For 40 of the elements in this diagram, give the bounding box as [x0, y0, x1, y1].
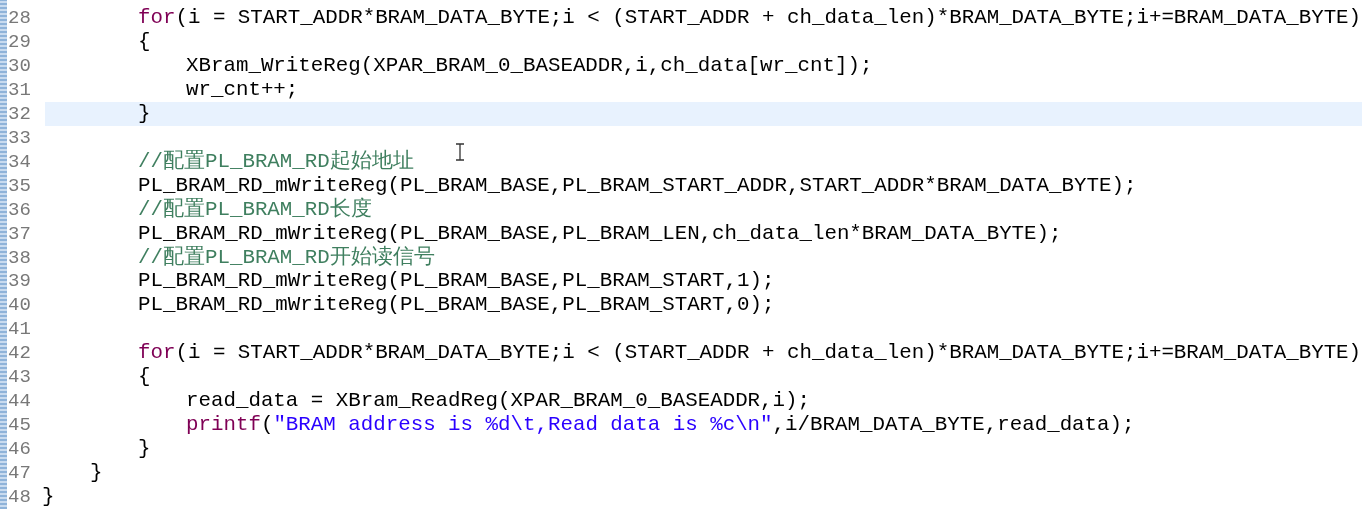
code-line: //配置PL_BRAM_RD长度 [138, 197, 372, 222]
line-number: 44 [8, 389, 31, 414]
line-number: 46 [8, 437, 31, 462]
code-line: } [90, 461, 103, 486]
code-line: } [138, 101, 151, 126]
code-line: } [42, 485, 55, 509]
code-line: for(i = START_ADDR*BRAM_DATA_BYTE;i < (START_ADDR + ch_data_len)*BRAM_DATA_BYTE;i+=BRAM_DATA_BYTE) [138, 6, 1362, 30]
code-line: PL_BRAM_RD_mWriteReg(PL_BRAM_BASE,PL_BRAM_START_ADDR,START_ADDR*BRAM_DATA_BYTE); [138, 173, 1137, 197]
code-line: XBram_WriteReg(XPAR_BRAM_0_BASEADDR,i,ch_data[wr_cnt]); [186, 53, 873, 78]
line-number: 43 [8, 365, 31, 390]
line-number: 33 [8, 125, 31, 150]
line-number: 37 [8, 221, 31, 246]
line-number: 47 [8, 461, 31, 486]
code-line: } [138, 437, 151, 462]
line-number: 42 [8, 341, 31, 366]
code-line: for(i = START_ADDR*BRAM_DATA_BYTE;i < (START_ADDR + ch_data_len)*BRAM_DATA_BYTE;i+=BRAM_DATA_BYTE) [138, 341, 1362, 366]
line-number: 35 [8, 173, 31, 198]
line-number: 31 [8, 77, 31, 102]
line-number: 48 [8, 485, 31, 509]
line-number: 41 [8, 317, 31, 342]
code-line: { [138, 29, 151, 54]
code-line: { [138, 365, 151, 390]
code-line: PL_BRAM_RD_mWriteReg(PL_BRAM_BASE,PL_BRAM_START,0); [138, 293, 775, 318]
code-line: printf("BRAM address is %d\t,Read data is %c\n",i/BRAM_DATA_BYTE,read_data); [186, 413, 1135, 438]
line-number: 32 [8, 101, 31, 126]
line-number: 28 [8, 6, 31, 30]
line-number: 36 [8, 197, 31, 222]
line-number: 29 [8, 29, 31, 54]
line-number: 45 [8, 413, 31, 438]
code-line: wr_cnt++; [186, 77, 299, 102]
line-number: 38 [8, 245, 31, 270]
line-number: 40 [8, 293, 31, 318]
line-number: 39 [8, 269, 31, 294]
code-line: PL_BRAM_RD_mWriteReg(PL_BRAM_BASE,PL_BRAM_LEN,ch_data_len*BRAM_DATA_BYTE); [138, 221, 1062, 245]
code-line: //配置PL_BRAM_RD起始地址 [138, 149, 414, 174]
code-line: read_data = XBram_ReadReg(XPAR_BRAM_0_BASEADDR,i); [186, 389, 810, 414]
line-number: 34 [8, 149, 31, 174]
code-line: PL_BRAM_RD_mWriteReg(PL_BRAM_BASE,PL_BRAM_START,1); [138, 269, 775, 294]
code-line: //配置PL_BRAM_RD开始读信号 [138, 245, 435, 270]
line-number: 30 [8, 53, 31, 78]
